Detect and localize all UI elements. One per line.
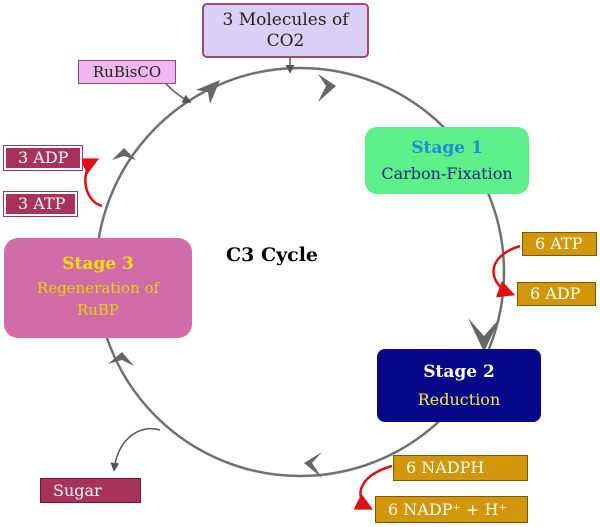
stage3-energy-arrow: [79, 158, 103, 208]
stage3-title: Stage 3: [62, 254, 134, 275]
cycle-title: C3 Cycle: [226, 244, 318, 266]
stage1-title: Stage 1: [411, 137, 483, 158]
stage3-atp-label: 3 ATP: [3, 191, 78, 217]
chevron-left-upper-icon: [112, 148, 136, 160]
stage2-energy-arrow: [353, 464, 393, 510]
stage2-title: Stage 2: [423, 361, 495, 382]
chevron-right-icon: [468, 318, 500, 352]
chevron-topleft-icon: [196, 80, 220, 104]
chevron-left-lower-icon: [108, 352, 134, 366]
stage2-nadph-label: 6 NADPH: [393, 455, 528, 481]
rubisco-arrow: [165, 83, 192, 103]
chevron-bottom-icon: [304, 452, 322, 478]
stage3-subtitle-line1: Regeneration of: [36, 279, 160, 298]
co2-input-box: 3 Molecules of CO2: [202, 3, 369, 58]
stage3-box: Stage 3 Regeneration of RuBP: [4, 238, 192, 338]
stage2-nadp-label: 6 NADP⁺ + H⁺: [375, 496, 528, 523]
stage2-subtitle: Reduction: [417, 390, 501, 410]
stage3-subtitle-line2: RuBP: [76, 301, 120, 320]
stage3-adp-label: 3 ADP: [3, 145, 83, 171]
stage1-subtitle: Carbon-Fixation: [381, 164, 513, 184]
co2-line2: CO2: [266, 30, 305, 51]
chevron-top-icon: [318, 74, 336, 102]
co2-line1: 3 Molecules of: [222, 10, 349, 31]
sugar-output-label: Sugar: [40, 478, 141, 503]
stage1-atp-label: 6 ATP: [522, 232, 597, 256]
stage1-energy-arrow: [492, 244, 521, 298]
stage1-adp-label: 6 ADP: [517, 282, 596, 306]
cycle-direction-chevrons: [108, 74, 500, 478]
sugar-output-arrow: [110, 427, 161, 472]
stage1-box: Stage 1 Carbon-Fixation: [365, 127, 529, 194]
stage2-box: Stage 2 Reduction: [377, 349, 541, 422]
rubisco-label: RuBisCO: [78, 60, 176, 84]
